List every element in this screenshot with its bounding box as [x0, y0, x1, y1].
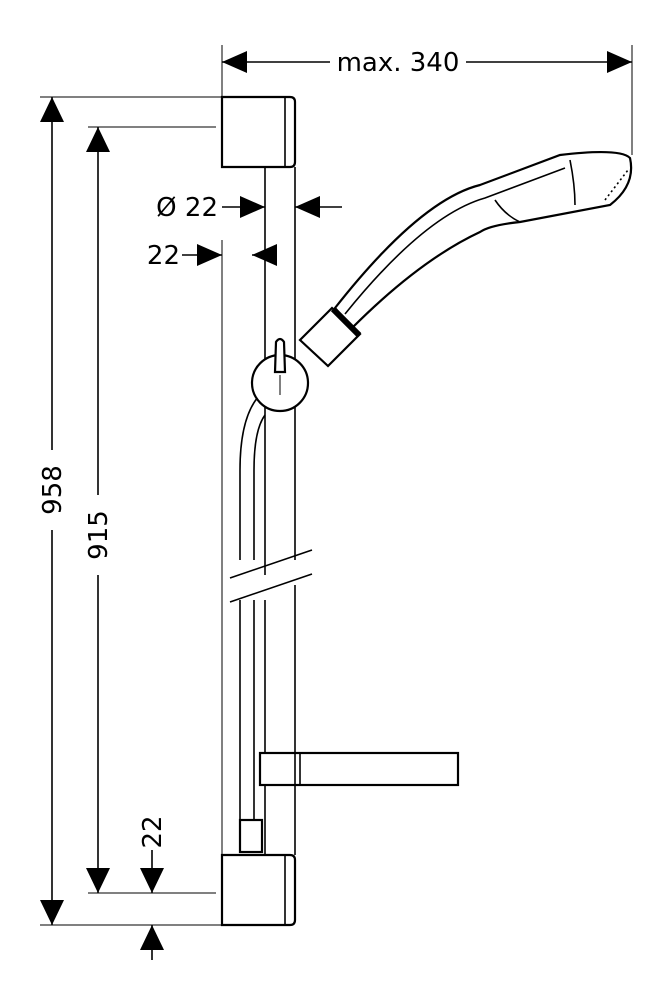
total-height-label: 958: [38, 465, 68, 515]
soap-dish: [258, 751, 460, 787]
rail-slider: [250, 337, 310, 413]
hand-shower: [298, 151, 633, 368]
max-width-dimension: max. 340: [221, 45, 633, 155]
bottom-offset-label: 22: [138, 815, 168, 848]
max-width-label: max. 340: [337, 48, 460, 78]
bottom-offset-dimension: 22: [138, 815, 168, 960]
arrow-left-icon: [222, 51, 247, 73]
arrow-right-icon: [607, 51, 632, 73]
rail-diameter-label: Ø 22: [156, 193, 218, 223]
bottom-wall-bracket: [220, 853, 297, 927]
wall-offset-label: 22: [147, 241, 180, 271]
total-height-dimension: 958: [38, 96, 222, 926]
slider-knob: [273, 337, 287, 374]
bracket-span-label: 915: [84, 510, 114, 560]
shower-rail: [229, 167, 313, 855]
wall-offset-dimension: 22: [147, 240, 277, 855]
rail-diameter-dimension: Ø 22: [156, 170, 342, 223]
top-wall-bracket: [220, 95, 297, 169]
hose-connector: [238, 818, 264, 854]
shower-hose: [238, 389, 266, 854]
bracket-span-dimension: 915: [84, 126, 216, 894]
